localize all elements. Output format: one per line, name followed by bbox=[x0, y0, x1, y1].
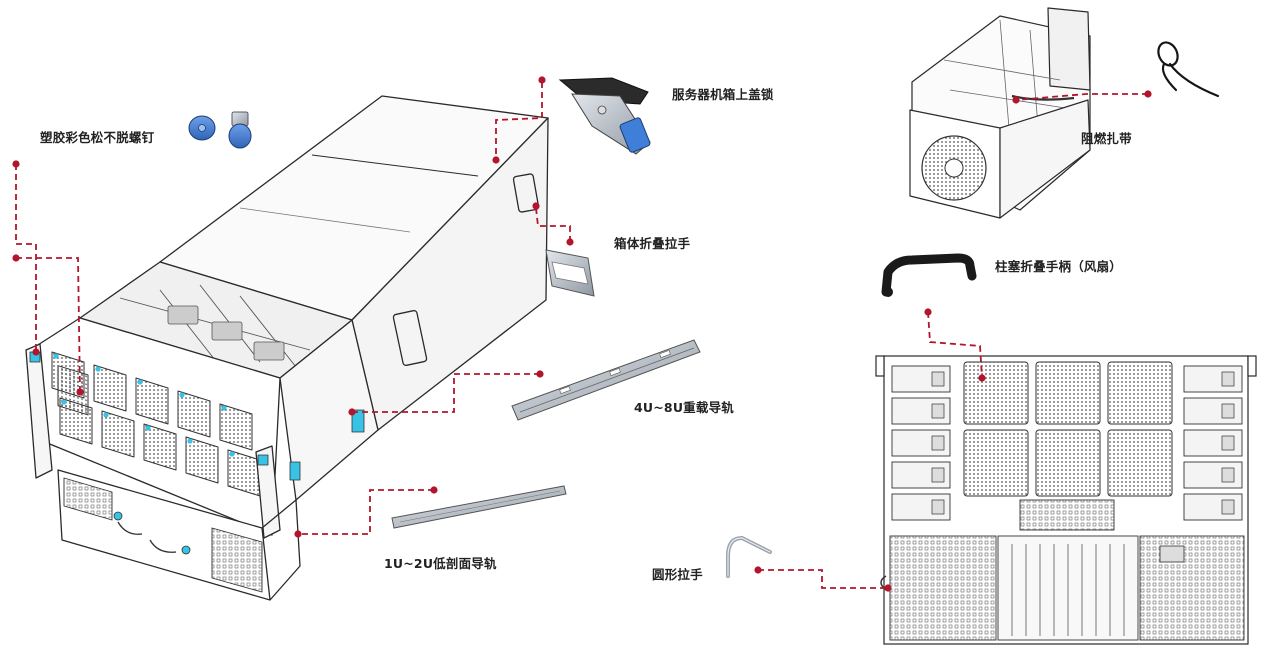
leader-heavy-rail bbox=[352, 373, 540, 413]
cable-tie-image bbox=[1157, 41, 1220, 98]
low-profile-rail-image bbox=[391, 485, 567, 529]
label-round-handle: 圆形拉手 bbox=[652, 567, 703, 582]
label-heavy-rail: 4U~8U重载导轨 bbox=[634, 400, 734, 415]
leader-round-handle bbox=[758, 569, 888, 589]
server-chassis-drawing bbox=[25, 95, 549, 601]
label-chassis-cover-lock: 服务器机箱上盖锁 bbox=[672, 87, 774, 102]
leader-endpoints bbox=[12, 76, 1152, 592]
captive-screw-image bbox=[188, 111, 252, 149]
folding-handle-image bbox=[545, 249, 595, 297]
chassis-rear-view bbox=[875, 355, 1257, 645]
leader-captive-screw-1 bbox=[15, 164, 37, 352]
leader-captive-screw-2 bbox=[16, 257, 81, 393]
leader-fan-handle bbox=[927, 311, 983, 379]
label-captive-screw: 塑胶彩色松不脱螺钉 bbox=[40, 130, 155, 145]
label-fan-plunger-handle: 柱塞折叠手柄（风扇） bbox=[995, 259, 1123, 274]
label-folding-handle: 箱体折叠拉手 bbox=[614, 236, 691, 251]
leader-cover-lock bbox=[495, 82, 543, 160]
label-low-profile-rail: 1U~2U低剖面导轨 bbox=[384, 556, 497, 571]
power-module-drawing bbox=[909, 7, 1091, 219]
round-handle-image bbox=[726, 535, 772, 578]
heavy-rail-image bbox=[511, 339, 701, 421]
leader-folding-handle bbox=[535, 207, 571, 242]
leader-low-profile-rail bbox=[298, 489, 434, 535]
chassis-cover-lock-image bbox=[558, 77, 651, 155]
label-cable-tie: 阻燃扎带 bbox=[1081, 131, 1132, 146]
leader-cable-tie bbox=[1015, 93, 1148, 101]
leader-lines bbox=[15, 82, 1148, 589]
fan-plunger-handle-image bbox=[881, 253, 977, 297]
